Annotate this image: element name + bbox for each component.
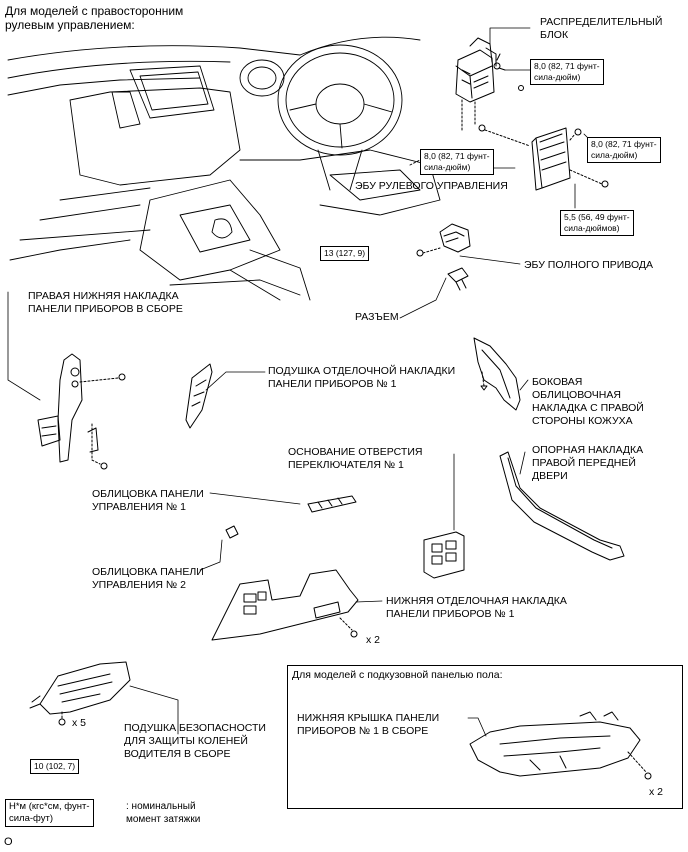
torque-steer-left: 8,0 (82, 71 фунт- сила-дюйм): [420, 149, 494, 175]
qty-knee-bolts: x 5: [72, 717, 87, 729]
legend-symbol: Н*м (кгс*см, фунт- сила-фут): [5, 799, 94, 827]
control-panel-trims-drawing: [225, 495, 357, 539]
torque-jb-bolts: 8,0 (82, 71 фунт- сила-дюйм): [530, 59, 604, 85]
qty-lower-panel-screws: x 2: [366, 634, 381, 646]
label-rh-lower-panel: ПРАВАЯ НИЖНЯЯ НАКЛАДКА ПАНЕЛИ ПРИБОРОВ В…: [28, 290, 183, 315]
qty-lower-cover-screws: x 2: [649, 786, 664, 798]
door-scuff-plate-drawing: [499, 451, 625, 561]
label-awd-ecu: ЭБУ ПОЛНОГО ПРИВОДА: [524, 259, 654, 271]
junction-block-drawing: [455, 37, 524, 131]
label-switch-hole-base: ОСНОВАНИЕ ОТВЕРСТИЯ ПЕРЕКЛЮЧАТЕЛЯ № 1: [288, 446, 423, 471]
inset-frame: [287, 665, 683, 809]
label-control-panel-1: ОБЛИЦОВКА ПАНЕЛИ УПРАВЛЕНИЯ № 1: [92, 488, 204, 513]
label-cowl-side-trim: БОКОВАЯ ОБЛИЦОВОЧНАЯ НАКЛАДКА С ПРАВОЙ С…: [532, 376, 644, 427]
torque-awd-nut: 13 (127, 9): [320, 246, 370, 261]
switch-hole-base-drawing: [423, 531, 465, 579]
label-junction-block: РАСПРЕДЕЛИТЕЛЬНЫЙ БЛОК: [540, 16, 663, 41]
torque-steer-screw: 5,5 (56, 49 фунт- сила-дюймов): [560, 210, 634, 236]
legend-description: : номинальный момент затяжки: [126, 801, 201, 825]
torque-knee-bolt: 10 (102, 7): [30, 759, 80, 774]
heading-line-1: Для моделей с правосторонним: [5, 4, 184, 18]
label-cushion-panel: ПОДУШКА ОТДЕЛОЧНОЙ НАКЛАДКИ ПАНЕЛИ ПРИБО…: [268, 365, 456, 390]
label-lower-finish-panel: НИЖНЯЯ ОТДЕЛОЧНАЯ НАКЛАДКА ПАНЕЛИ ПРИБОР…: [386, 595, 567, 620]
cowl-side-trim-drawing: [473, 337, 521, 411]
label-control-panel-2: ОБЛИЦОВКА ПАНЕЛИ УПРАВЛЕНИЯ № 2: [92, 566, 204, 591]
lower-finish-panel-drawing: [211, 569, 359, 641]
label-connector: РАЗЪЕМ: [355, 311, 399, 323]
heading-line-2: рулевым управлением:: [5, 18, 135, 32]
leader-lines: [7, 27, 591, 737]
steering-ecu-drawing: [478, 124, 609, 191]
torque-steer-right: 8,0 (82, 71 фунт- сила-дюйм): [587, 137, 661, 163]
label-steering-ecu: ЭБУ РУЛЕВОГО УПРАВЛЕНИЯ: [355, 180, 508, 192]
figure-code: О: [4, 836, 13, 848]
rh-lower-panel-drawing: [37, 353, 126, 470]
cushion-panel-drawing: [185, 363, 213, 429]
knee-airbag-drawing: [29, 661, 131, 726]
label-lower-cover: НИЖНЯЯ КРЫШКА ПАНЕЛИ ПРИБОРОВ № 1 В СБОР…: [297, 712, 440, 737]
inset-title: Для моделей с подкузовной панелью пола:: [292, 669, 503, 681]
dashboard-overview-drawing: [7, 36, 441, 301]
inset-lower-cover-drawing: [469, 711, 652, 780]
label-knee-airbag: ПОДУШКА БЕЗОПАСНОСТИ ДЛЯ ЗАЩИТЫ КОЛЕНЕЙ …: [124, 722, 266, 760]
label-door-scuff-plate: ОПОРНАЯ НАКЛАДКА ПРАВОЙ ПЕРЕДНЕЙ ДВЕРИ: [532, 444, 644, 482]
awd-ecu-drawing: [416, 223, 471, 291]
